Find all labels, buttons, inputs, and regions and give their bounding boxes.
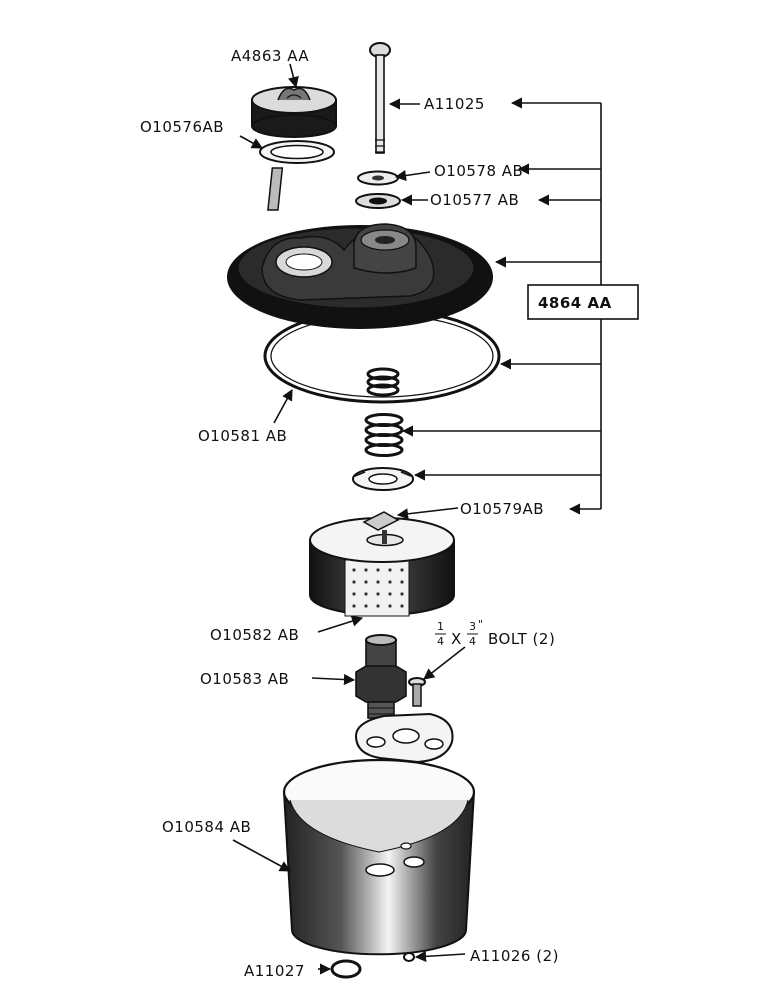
part-o10577ab-washer — [355, 193, 401, 209]
part-spring-lower — [364, 413, 404, 457]
bolt-x: X — [451, 630, 462, 648]
label-quarter-bolt: 1 4 X 3 4 " BOLT (2) — [435, 618, 555, 648]
label-o10578ab: O10578 AB — [434, 162, 523, 180]
part-valve-disc — [352, 467, 414, 491]
leader-lines — [232, 63, 466, 975]
bolt-frac2-num: 3 — [469, 620, 476, 633]
part-a11026-ring — [403, 952, 415, 962]
part-a4863aa-cap — [251, 86, 337, 211]
label-o10576ab: O10576AB — [140, 118, 224, 136]
label-o10581ab: O10581 AB — [198, 427, 287, 445]
label-a11026: A11026 (2) — [470, 947, 559, 965]
bolt-text: BOLT (2) — [488, 630, 555, 648]
part-spring-upper — [366, 367, 400, 397]
part-o10583ab-fitting — [355, 634, 407, 719]
bolt-inch-mark: " — [478, 618, 483, 631]
part-a11025-bolt — [369, 42, 391, 154]
bracket-4864aa — [401, 97, 639, 515]
bolt-frac1-den: 4 — [437, 635, 444, 648]
part-quarter-bolt — [408, 677, 426, 707]
part-a11027-oring — [330, 959, 362, 979]
bolt-frac1-num: 1 — [437, 620, 444, 633]
label-a11027: A11027 — [244, 962, 305, 980]
part-o10582ab-filter — [309, 511, 455, 617]
part-4864aa-cover — [227, 223, 493, 329]
part-flange-gasket — [354, 712, 454, 764]
label-o10582ab: O10582 AB — [210, 626, 299, 644]
part-o10584ab-bowl — [282, 758, 476, 956]
bolt-frac2-den: 4 — [469, 635, 476, 648]
label-a11025: A11025 — [424, 95, 485, 113]
part-o10581ab-gasket — [263, 308, 501, 404]
label-a4863aa: A4863 AA — [231, 47, 309, 65]
part-o10576ab-gasket — [259, 140, 335, 164]
label-o10584ab: O10584 AB — [162, 818, 251, 836]
label-o10583ab: O10583 AB — [200, 670, 289, 688]
label-o10579ab: O10579AB — [460, 500, 544, 518]
label-4864aa: 4864 AA — [538, 294, 612, 312]
label-box-4864aa — [527, 284, 639, 320]
part-o10578ab-washer — [357, 170, 399, 186]
label-o10577ab: O10577 AB — [430, 191, 519, 209]
